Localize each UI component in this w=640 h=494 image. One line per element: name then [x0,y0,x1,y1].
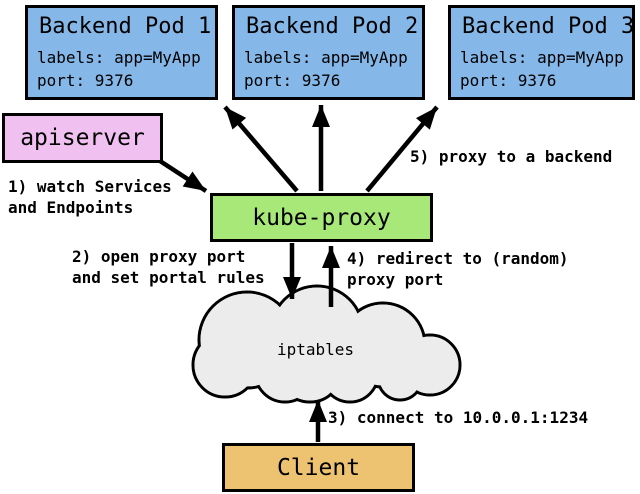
arrow-apiserver-to-kubeproxy [158,159,208,193]
iptables-cloud-fill [194,287,459,401]
iptables-label: iptables [277,340,355,359]
pod-1-title: Backend Pod 1 [39,14,212,39]
apiserver-node: apiserver [2,113,163,163]
step-1-watch-services: 1) watch Services and Endpoints [8,177,172,217]
client-label: Client [276,454,361,481]
backend-pod-1: Backend Pod 1 labels: app=MyApp port: 93… [25,5,218,100]
backend-pod-2: Backend Pod 2 labels: app=MyApp port: 93… [232,5,425,100]
kube-proxy-node: kube-proxy [210,193,433,242]
step-4-redirect: 4) redirect to (random) proxy port [347,249,569,289]
pod-3-labels: labels: app=MyApp [460,48,624,67]
pod-2-port: port: 9376 [244,71,341,91]
pod-3-port: port: 9376 [460,71,557,91]
client-node: Client [222,443,415,492]
pod-3-title: Backend Pod 3 [462,14,635,39]
pod-1-port: port: 9376 [37,71,134,91]
step-3-connect: 3) connect to 10.0.0.1:1234 [328,408,589,427]
arrow-kubeproxy-to-pod3 [365,105,439,193]
kube-proxy-label: kube-proxy [252,204,391,231]
arrow-kubeproxy-to-pod1 [223,105,299,193]
apiserver-label: apiserver [20,125,145,151]
step-5-proxy-backend: 5) proxy to a backend [410,147,613,166]
pod-2-title: Backend Pod 2 [246,14,419,39]
backend-pod-3: Backend Pod 3 labels: app=MyApp port: 93… [448,5,635,100]
step-2-open-proxy-port: 2) open proxy port and set portal rules [72,247,265,287]
pod-2-labels: labels: app=MyApp [244,48,408,67]
pod-1-labels: labels: app=MyApp [37,48,201,67]
